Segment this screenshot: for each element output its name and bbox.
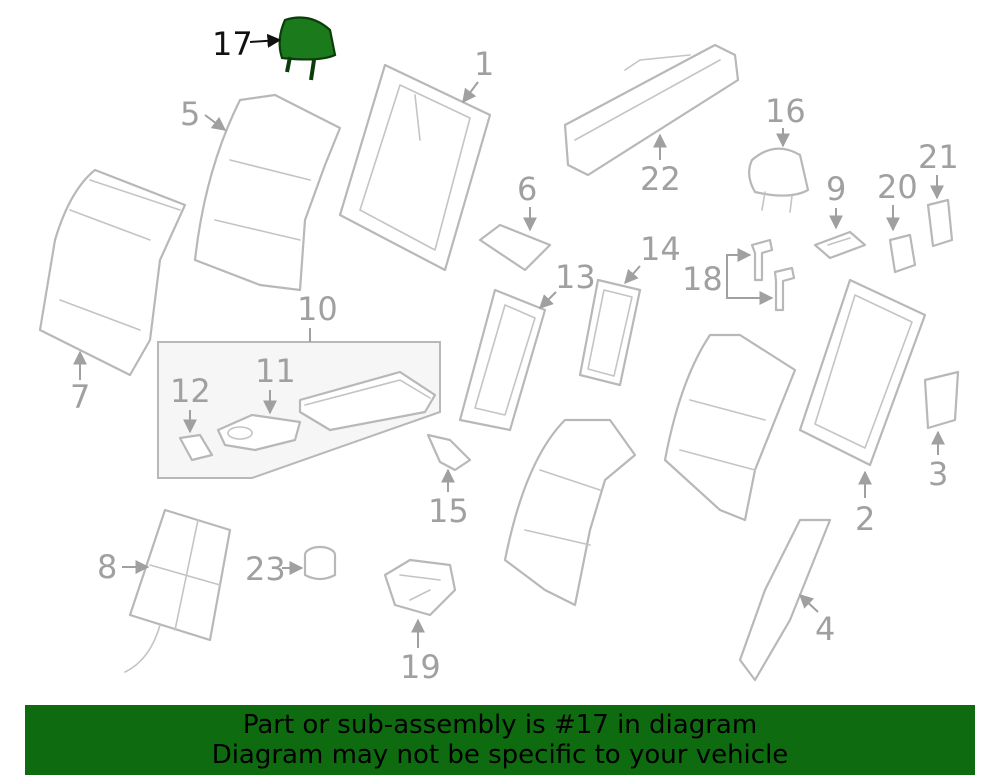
callout-5-arrow	[204, 114, 227, 131]
callout-5-label: 5	[180, 95, 200, 133]
callout-9-label: 9	[826, 170, 846, 208]
callout-10-label: 10	[297, 290, 338, 328]
part-19-mounting-bracket	[383, 558, 457, 617]
part-21-latch	[926, 198, 954, 248]
callout-17-label: 17	[212, 25, 253, 63]
seatback-pad-right	[503, 418, 637, 607]
banner-line-2: Diagram may not be specific to your vehi…	[211, 740, 789, 770]
callout-21-label: 21	[918, 138, 959, 176]
callout-8-label: 8	[97, 548, 117, 586]
part-23-grommet	[303, 545, 337, 581]
callout-20-label: 20	[877, 168, 918, 206]
callout-16-label: 16	[765, 92, 806, 130]
part-17-headrest-highlighted[interactable]	[278, 16, 337, 81]
callout-14-label: 14	[640, 230, 681, 268]
callout-22-label: 22	[640, 160, 681, 198]
callout-18-arrow-upper	[726, 248, 752, 278]
part-11-cup-holder	[216, 413, 302, 452]
callout-1-arrow	[462, 81, 479, 104]
banner-line-1: Part or sub-assembly is #17 in diagram	[242, 710, 758, 740]
callout-17-arrow	[249, 33, 282, 48]
callout-11-label: 11	[255, 352, 296, 390]
seatback-pad-center	[663, 333, 797, 522]
part-6-pad	[478, 223, 552, 272]
callout-18-label: 18	[682, 260, 723, 298]
part-7-seatback-cover-left	[38, 168, 187, 377]
info-banner: Part or sub-assembly is #17 in diagram D…	[25, 705, 975, 775]
callout-15-label: 15	[428, 492, 469, 530]
callout-4-label: 4	[815, 610, 835, 648]
callout-3-label: 3	[928, 455, 948, 493]
part-15-clip	[426, 433, 472, 472]
callout-12-label: 12	[170, 372, 211, 410]
part-20-bracket	[888, 233, 917, 274]
callout-23-label: 23	[245, 550, 286, 588]
callout-1-label: 1	[474, 45, 494, 83]
part-4-side-trim	[738, 518, 832, 682]
part-18-bolts	[750, 238, 796, 312]
part-16-headrest	[748, 147, 810, 213]
part-3-hinge	[923, 370, 960, 430]
part-22-armrest	[563, 43, 740, 177]
exploded-parts-diagram: 17 7 5 1 22 16 9 20	[38, 16, 960, 686]
part-8-heater-mat	[124, 508, 232, 673]
part-5-seatback-pad	[193, 93, 342, 292]
callout-7-label: 7	[70, 378, 90, 416]
callout-4-arrow	[798, 594, 819, 613]
part-2-seatback-frame-right	[798, 278, 927, 467]
part-1-seatback-frame	[338, 63, 492, 272]
callout-19-label: 19	[400, 648, 441, 686]
callout-2-label: 2	[855, 500, 875, 538]
part-14-panel	[578, 278, 642, 387]
part-13-pass-through-trim	[458, 288, 547, 432]
part-12-small-pad	[178, 433, 214, 462]
callout-13-label: 13	[555, 258, 596, 296]
callout-18-arrow-lower	[726, 278, 774, 305]
part-9-trim-plate	[813, 230, 867, 260]
callout-6-label: 6	[517, 170, 537, 208]
callout-14-arrow	[624, 265, 641, 285]
callout-13-arrow	[539, 291, 557, 309]
